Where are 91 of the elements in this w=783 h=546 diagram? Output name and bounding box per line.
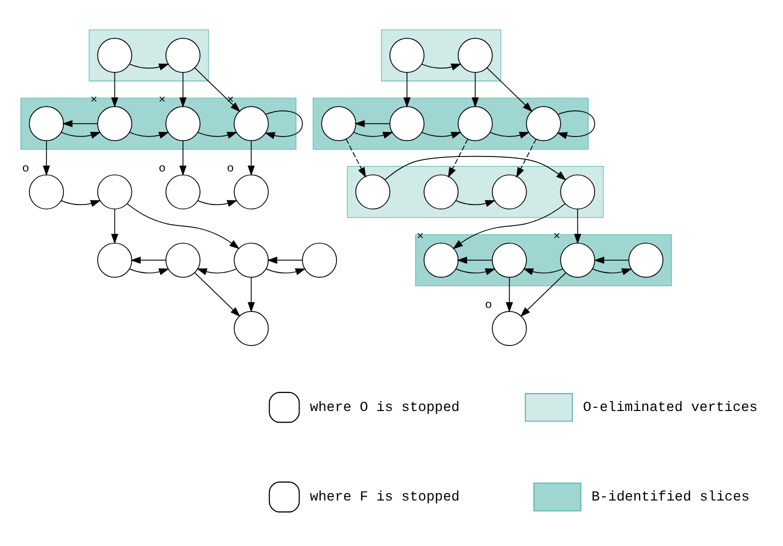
node-circle: [628, 242, 664, 278]
arrow: [574, 208, 582, 244]
node-circle: [97, 242, 132, 278]
arrow: [129, 64, 170, 70]
arrow: [179, 72, 187, 108]
cluster: [88, 29, 209, 82]
arrow: [194, 68, 240, 112]
arrow: [111, 208, 118, 244]
arrow: [179, 140, 187, 176]
node-label: ×: [90, 93, 98, 108]
arrow: [520, 272, 566, 317]
arrow: [594, 256, 629, 264]
node-circle: [560, 242, 596, 278]
cluster: [381, 29, 502, 82]
arrow: [506, 276, 513, 312]
node-label: o: [226, 161, 234, 176]
arrow: [456, 256, 493, 264]
arrow: [486, 68, 533, 112]
node-label: ×: [226, 93, 234, 108]
node-circle: [424, 174, 459, 210]
node-label: ×: [416, 230, 424, 244]
arrow: [196, 268, 237, 276]
node-circle: [28, 174, 64, 210]
arrow: [421, 64, 462, 70]
arrow: [556, 110, 596, 140]
node-circle: [234, 106, 269, 142]
arrow: [60, 200, 101, 207]
node-circle: [526, 106, 561, 142]
node-label: o: [158, 161, 166, 176]
node-circle: [389, 38, 424, 73]
node-circle: [458, 106, 493, 142]
arrow: [42, 140, 50, 176]
node-circle: [560, 174, 596, 210]
legend-label: where F is stopped: [310, 490, 460, 506]
node-circle: [165, 174, 200, 210]
node-circle: [165, 242, 200, 278]
node-circle: [492, 174, 527, 210]
node-circle: [97, 38, 132, 73]
node-circle: [492, 310, 527, 346]
node-circle: [97, 106, 132, 142]
node-circle: [165, 38, 200, 73]
node-circle: [234, 310, 269, 346]
arrow: [197, 132, 238, 139]
arrow: [248, 276, 255, 312]
arrow: [592, 268, 632, 276]
node-circle: [389, 106, 424, 142]
arrow: [126, 203, 240, 250]
arrow: [129, 268, 170, 276]
arrow: [421, 132, 462, 139]
arrow: [264, 110, 303, 140]
arrow: [490, 132, 530, 139]
node-circle: [492, 242, 527, 278]
arrow: [248, 140, 255, 176]
node-label: o: [485, 298, 492, 312]
legend-label: where O is stopped: [310, 400, 460, 416]
arrow: [130, 256, 166, 264]
node-label: o: [22, 161, 30, 176]
arrow: [62, 120, 98, 128]
arrow: [353, 132, 394, 139]
arrow: [267, 256, 303, 264]
arrow: [456, 268, 496, 276]
arrow: [129, 132, 170, 139]
arrow: [354, 120, 390, 128]
arrow: [60, 132, 101, 139]
arrow: [523, 268, 564, 276]
node-circle: [321, 106, 356, 142]
node-label: ×: [158, 93, 166, 108]
node-circle: [165, 106, 200, 142]
arrow: [111, 72, 118, 108]
node-circle: [234, 242, 269, 278]
node-circle: [424, 242, 459, 278]
node-circle: [302, 242, 337, 278]
legend-label: B-identified slices: [592, 490, 750, 506]
arrow: [194, 272, 240, 317]
node-label: ×: [553, 230, 560, 244]
node-circle: [234, 174, 269, 210]
arrow: [266, 268, 306, 276]
arrow: [452, 203, 566, 250]
arrow: [448, 138, 468, 178]
arrow: [403, 72, 411, 108]
arrow: [456, 200, 496, 207]
node-circle: [97, 174, 132, 210]
arrow: [197, 200, 238, 207]
arrow: [516, 138, 537, 178]
node-circle: [355, 174, 390, 210]
arrow: [346, 138, 366, 178]
arrow: [472, 72, 479, 108]
legend-label: O-eliminated vertices: [582, 400, 758, 416]
node-circle: [458, 38, 493, 73]
node-circle: [28, 106, 64, 142]
arrow: [384, 156, 566, 181]
